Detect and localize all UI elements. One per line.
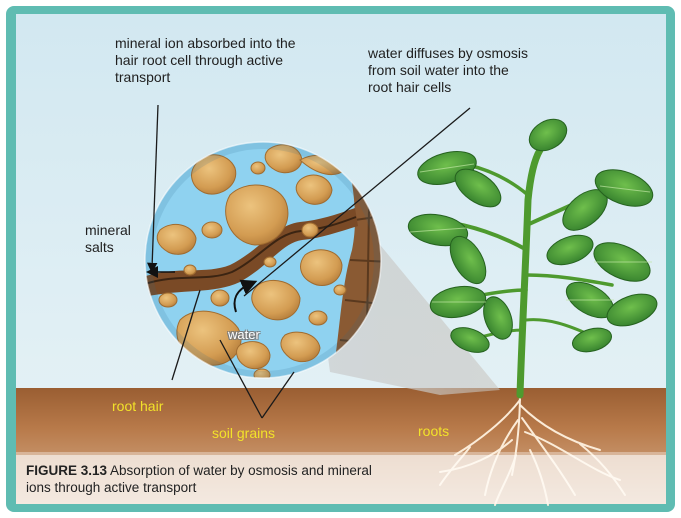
caption-line-1: FIGURE 3.13 Absorption of water by osmos… <box>26 462 372 479</box>
caption-text-line-2: ions through active transport <box>26 479 372 496</box>
caption-text-line-1: Absorption of water by osmosis and miner… <box>110 463 372 478</box>
label-water-diffuses-line-2: from soil water into the <box>368 62 528 79</box>
label-roots: roots <box>418 423 449 440</box>
label-soil-grains: soil grains <box>212 425 275 442</box>
label-water-diffuses-line-1: water diffuses by osmosis <box>368 45 528 62</box>
label-mineral-ion-line-1: mineral ion absorbed into the <box>115 35 296 52</box>
figure-caption: FIGURE 3.13 Absorption of water by osmos… <box>26 462 372 496</box>
caption-figure-number: FIGURE 3.13 <box>26 463 107 478</box>
label-root-hair: root hair <box>112 398 163 415</box>
label-mineral-salts-line-2: salts <box>85 239 131 256</box>
label-water-diffuses-line-3: root hair cells <box>368 79 528 96</box>
label-water: water <box>228 326 260 343</box>
label-mineral-ion-line-2: hair root cell through active <box>115 52 296 69</box>
label-mineral-ion: mineral ion absorbed into the hair root … <box>115 35 296 86</box>
label-mineral-ion-line-3: transport <box>115 69 296 86</box>
label-water-diffuses: water diffuses by osmosis from soil wate… <box>368 45 528 96</box>
label-mineral-salts: mineral salts <box>85 222 131 256</box>
label-mineral-salts-line-1: mineral <box>85 222 131 239</box>
